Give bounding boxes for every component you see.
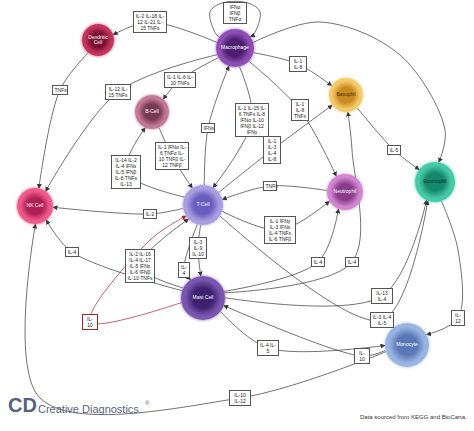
cytokine-label: IL-5 [387, 145, 401, 155]
footer-text: Data sourced from KEGG and BioCarta. [360, 414, 467, 420]
cytokine-label: IL-2 IL-16 IL-4 IL-17 IL-5 IFNs IL-6 IFN… [125, 249, 155, 283]
cell-name: Eosinophil [421, 179, 448, 184]
cytokine-label: IL-1 IL-3 IL-4 IL-8 [263, 136, 281, 164]
signal-arrow [53, 207, 183, 214]
cell-node: Neutrophil [327, 174, 363, 210]
cytokine-label: IL-4 IL-5 [257, 340, 279, 356]
cytokine-label: IFNs [201, 123, 215, 133]
cell-node: Monocyte [385, 323, 429, 367]
signal-arrow [224, 209, 339, 292]
cytokine-label: IL-3 IL-4 IL-5 [370, 312, 394, 328]
cytokine-label: IL-1 IL-15 IL-6 TNFs IL-8 IFNα IL-10 IFN… [235, 103, 269, 137]
cytokine-label: IL-1 IL-8 TNFs [291, 99, 309, 121]
cell-name: Mast Cell [191, 295, 216, 300]
signal-arrow [220, 201, 428, 321]
cytokine-label: IFNα IFNβ TNFα [223, 2, 247, 24]
cell-node: Basophil [329, 78, 363, 112]
cell-name: Monocyte [394, 342, 420, 347]
cell-name: Neutrophil [332, 189, 359, 194]
footer-text: Creative Diagnostics [38, 403, 139, 415]
cytokine-label: IL-2 IL-18 IL-12 IL-21 IL-15 TNFs [133, 11, 167, 33]
cell-node: Mast Cell [181, 276, 225, 320]
cytokine-label: IL-13 IL-4 [371, 288, 393, 304]
signal-arrow [163, 58, 218, 100]
cytokine-label: IL-4 [345, 257, 359, 267]
signal-arrow [89, 216, 186, 324]
cell-node: Eosinophil [415, 162, 455, 202]
cell-node: Dendritic Cell [82, 24, 114, 56]
cytokine-label: IL-12 [451, 310, 465, 326]
signal-arrow [39, 53, 89, 189]
cytokine-label: IL-12 IL-15 TNFs [105, 84, 131, 100]
cytokine-label: TNFs [52, 85, 68, 95]
signal-arrow [25, 224, 386, 415]
cell-name: NK Cell [25, 203, 46, 208]
cytokine-label: IL-3 IL-9 IL-10 [189, 237, 207, 259]
cell-name: B-Cell [143, 109, 161, 114]
cytokine-label: IL-10 [82, 314, 98, 330]
footer-text: ® [145, 400, 149, 406]
cytokine-label: IL-2 [143, 209, 157, 219]
cytokine-label: IL-1 IL-8 [289, 56, 307, 72]
cytokine-label: IL-1 IL-6 IL-10 TNFs [164, 72, 196, 88]
cytokine-label: IL-4 [311, 257, 325, 267]
cytokine-label: IL-1 IFNα IL-6 TNFα IL-10 TNFβ IL-12 TNF… [155, 142, 189, 170]
signal-arrow [46, 55, 218, 192]
signal-arrow [253, 22, 445, 162]
footer-text: CD [8, 394, 37, 417]
signal-arrow [225, 200, 427, 306]
cytokine-label: IL-4 [65, 247, 79, 257]
cell-name: Dendritic Cell [82, 35, 114, 46]
cytokine-label: TNFs [263, 181, 277, 191]
cell-node: NK Cell [17, 188, 53, 224]
cytokine-label: IL-1 IFNγ IL-3 IFNs IL-4 TNFs IL-6 TNFβ [264, 216, 296, 244]
cytokine-label: IL-14 IL-2 IL-4 IFNs IL-5 IFNβ IL-6 TNFs… [111, 155, 141, 189]
signal-arrow [220, 311, 385, 351]
cell-name: Macrophage [219, 45, 251, 50]
cytokine-label: IL-10 [354, 348, 370, 364]
cell-name: T-Cell [194, 202, 211, 207]
cytokine-label: IL-10 IL-12 [229, 390, 251, 406]
cell-name: Basophil [334, 92, 357, 97]
cell-node: B-Cell [135, 95, 169, 129]
signal-arrow [357, 108, 419, 170]
cell-node: T-Cell [183, 185, 223, 225]
signal-arrow [253, 53, 331, 86]
cytokine-label: IL-4 [178, 262, 190, 278]
cell-node: Macrophage [216, 29, 254, 67]
